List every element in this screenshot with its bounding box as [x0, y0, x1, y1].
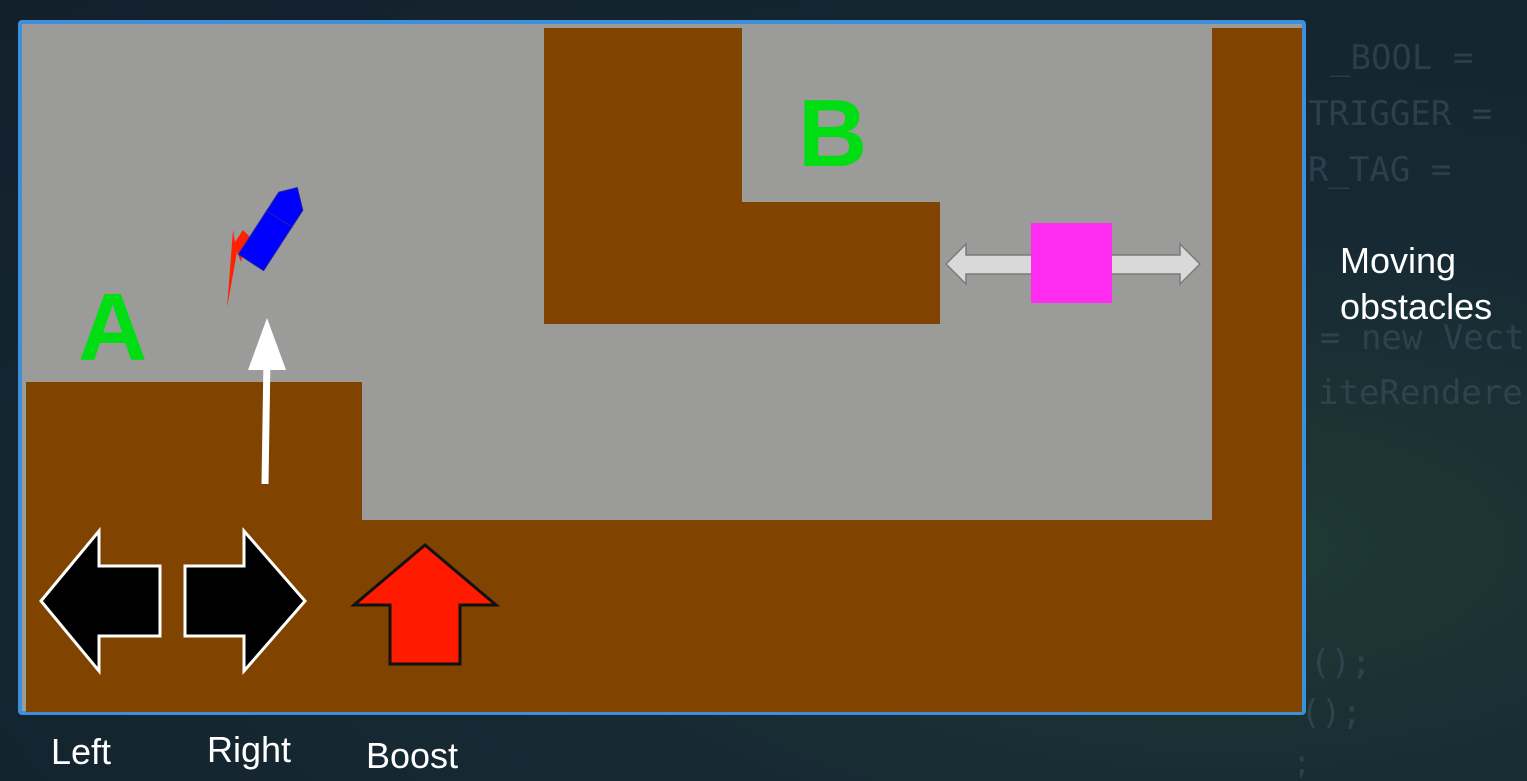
goal-label: B — [798, 80, 868, 187]
moving-label-line1: Moving — [1340, 240, 1457, 281]
moving-label-line2: obstacles — [1340, 286, 1493, 327]
left-arrow-key — [39, 526, 162, 676]
moving-obstacle — [1031, 223, 1112, 303]
hanging-block — [544, 28, 742, 324]
code-line: ProcessJump(); — [1300, 735, 1312, 780]
code-line: (); — [1310, 643, 1372, 683]
left-label: Left — [51, 731, 112, 772]
code-line: iteRendere — [1318, 373, 1523, 413]
code-line: TRIGGER = — [1308, 94, 1493, 134]
code-line: R_TAG = — [1308, 150, 1452, 190]
boost-arrow-key — [349, 543, 501, 666]
thrust-arrow — [248, 318, 286, 485]
right-label: Right — [207, 729, 292, 770]
code-line: _BOOL = — [1330, 38, 1474, 78]
code-line: s(); — [1300, 693, 1362, 733]
rocket-icon — [227, 186, 304, 308]
code-line: = new Vect — [1320, 318, 1525, 358]
b-ledge — [742, 202, 940, 324]
right-wall — [1212, 28, 1302, 528]
right-arrow-key — [183, 526, 307, 676]
background-code: _BOOL = TRIGGER = R_TAG = = new Vect ite… — [1300, 30, 1527, 780]
boost-label: Boost — [366, 735, 459, 776]
start-label: A — [78, 274, 148, 381]
moving-obstacles-label: Moving obstacles — [1340, 238, 1492, 330]
